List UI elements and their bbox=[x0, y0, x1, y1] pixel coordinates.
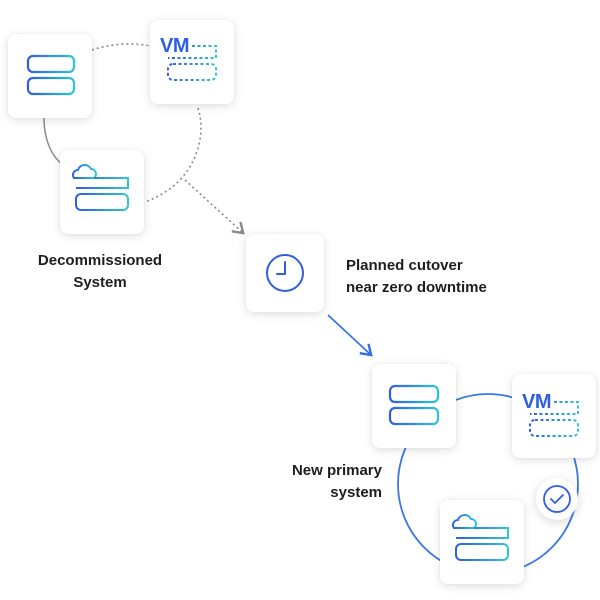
vm-label: VM bbox=[160, 35, 190, 57]
cutover-label-line1: Planned cutover bbox=[346, 257, 463, 274]
server-icon bbox=[388, 384, 440, 426]
vm-label: VM bbox=[522, 391, 552, 413]
server-node-decommissioned[interactable] bbox=[8, 34, 92, 118]
blue-arrow-to-new-system bbox=[327, 314, 373, 357]
decommissioned-label: Decommissioned System bbox=[30, 250, 170, 294]
vm-node-new[interactable]: VM bbox=[512, 374, 596, 458]
check-badge bbox=[536, 478, 578, 520]
new-primary-label: New primary system bbox=[262, 460, 382, 504]
cutover-label-line2: near zero downtime bbox=[346, 279, 487, 296]
cloud-server-node-new[interactable] bbox=[440, 500, 524, 584]
cloud-server-node-decommissioned[interactable] bbox=[60, 150, 144, 234]
server-node-new[interactable] bbox=[372, 364, 456, 448]
cloud-server-icon bbox=[452, 514, 509, 561]
virtual-machine-icon bbox=[529, 401, 579, 437]
virtual-machine-icon bbox=[167, 45, 217, 81]
cutover-node[interactable] bbox=[246, 234, 324, 312]
decommissioned-label-line1: Decommissioned bbox=[37, 252, 163, 269]
server-icon bbox=[26, 54, 76, 96]
vm-node-decommissioned[interactable]: VM bbox=[150, 20, 234, 104]
check-icon bbox=[543, 485, 571, 513]
clock-icon bbox=[266, 254, 304, 292]
cloud-server-icon bbox=[72, 164, 129, 211]
cutover-label: Planned cutover near zero downtime bbox=[346, 255, 576, 299]
new-primary-label-line2: system bbox=[330, 484, 382, 501]
decommissioned-link-dotted-right bbox=[144, 107, 202, 203]
dotted-arrow-to-cutover bbox=[184, 179, 245, 235]
decommissioned-label-line2: System bbox=[73, 274, 127, 291]
new-primary-label-line1: New primary bbox=[291, 462, 382, 479]
decommissioned-link-dotted-top bbox=[91, 43, 151, 51]
